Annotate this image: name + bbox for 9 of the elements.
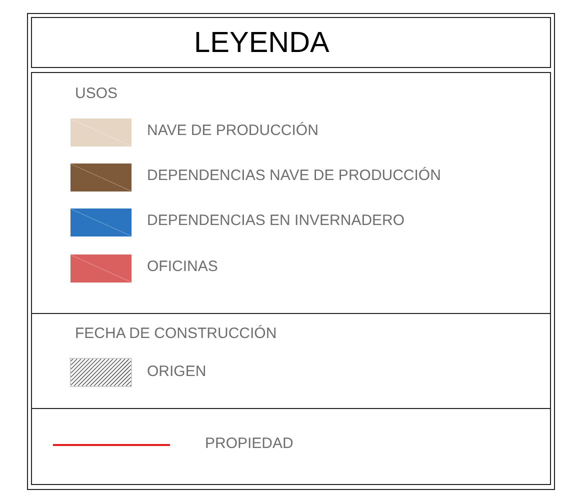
legend-label: DEPENDENCIAS NAVE DE PRODUCCIÓN xyxy=(147,167,441,185)
legend-label: OFICINAS xyxy=(147,258,218,276)
legend-label: PROPIEDAD xyxy=(205,435,294,453)
legend-label: ORIGEN xyxy=(147,363,206,381)
legend-title: LEYENDA xyxy=(194,26,330,60)
section-heading: USOS xyxy=(75,85,118,103)
legend-label: DEPENDENCIAS EN INVERNADERO xyxy=(147,212,405,230)
legend-label: NAVE DE PRODUCCIÓN xyxy=(147,122,318,140)
section-heading: FECHA DE CONSTRUCCIÓN xyxy=(75,325,277,343)
